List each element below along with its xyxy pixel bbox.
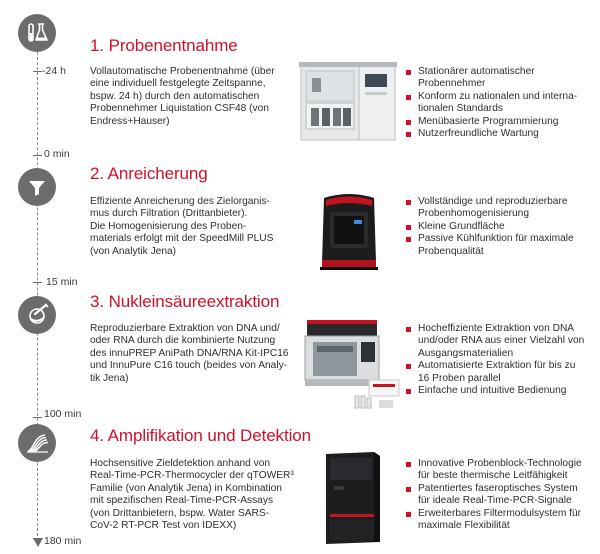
- speedmill-device-image: [320, 194, 378, 270]
- feature-line: für beste thermische Leitfähigkeit: [418, 470, 568, 482]
- time-label: 100 min: [44, 408, 82, 420]
- feature-line: Passive Kühlfunktion für maximale: [418, 233, 574, 245]
- description-line: des innuPREP AniPath DNA/RNA Kit-IPC16: [90, 347, 289, 359]
- feature-line: Hocheffiziente Extraktion von DNA: [418, 323, 575, 334]
- feature-item: Einfache und intuitive Bedienung: [406, 385, 598, 397]
- time-label: 180 min: [44, 535, 82, 547]
- description-line: Die Homogenisierung des Proben-: [90, 220, 247, 232]
- feature-item: Nutzerfreundliche Wartung: [406, 128, 598, 140]
- time-label: 0 min: [44, 148, 70, 160]
- feature-line: Probenqualität: [418, 245, 484, 257]
- feature-item: Kleine Grundfläche: [406, 221, 598, 233]
- description-line: Familie (von Analytik Jena) in Kombinati…: [90, 482, 282, 494]
- time-label: 15 min: [46, 276, 78, 288]
- feature-line: Einfache und intuitive Bedienung: [418, 385, 567, 397]
- description-line: (von Analytik Jena): [90, 245, 177, 257]
- description-line: und InnuPure C16 touch (beides von Analy…: [90, 360, 288, 372]
- description-line: Real-Time-PCR-Thermocycler der qTOWER³: [90, 470, 294, 482]
- step-description: Effiziente Anreicherung des Zielorganis-…: [90, 196, 286, 258]
- qtower-device-image: [326, 452, 380, 544]
- feature-line: maximale Flexibilität: [418, 520, 510, 532]
- description-line: eine individuell festgelegte Zeitspanne,: [90, 78, 266, 90]
- feature-line: Erweiterbares Filtermodulsystem für: [418, 507, 582, 519]
- description-line: CoV-2 RT-PCR Test von IDEXX): [90, 520, 237, 532]
- feature-line: Ausgangsmaterialien: [418, 347, 514, 359]
- pipette-icon: [18, 296, 56, 334]
- lab-flasks-icon: [18, 14, 56, 52]
- feature-line: Kleine Grundfläche: [418, 220, 505, 232]
- feature-line: Patentiertes faseroptisches System: [418, 482, 578, 494]
- feature-line: Vollständige und reproduzierbare: [418, 196, 568, 207]
- timeline-tick: [33, 282, 42, 283]
- step-description: Hochsensitive Zieldetektion anhand von R…: [90, 458, 294, 532]
- description-line: materials erfolgt mit der SpeedMill PLUS: [90, 233, 274, 245]
- step-title-probenentnahme: 1. Probenentnahme: [90, 36, 238, 55]
- feature-line: Nutzerfreundliche Wartung: [418, 128, 539, 140]
- timeline-tick: [33, 71, 42, 72]
- step-title-anreicherung: 2. Anreicherung: [90, 164, 208, 183]
- feature-line: Stationärer automatischer: [418, 66, 535, 77]
- description-line: Endress+Hauser): [90, 115, 170, 127]
- feature-line: tionalen Standards: [418, 103, 503, 115]
- step-title-nukleinsaeureextraktion: 3. Nukleinsäureextraktion: [90, 292, 280, 311]
- step-description: Reproduzierbare Extraktion von DNA und/ …: [90, 323, 289, 385]
- time-label: -24 h: [42, 65, 66, 77]
- feature-line: 16 Proben parallel: [418, 372, 501, 384]
- feature-line: Menübasierte Programmierung: [418, 115, 559, 127]
- description-line: oder RNA durch die kombinierte Nutzung: [90, 335, 276, 347]
- feature-item: Konform zu nationalen und interna-tional…: [406, 91, 598, 116]
- timeline-tick: [33, 417, 42, 418]
- description-line: Hochsensitive Zieldetektion anhand von: [90, 458, 271, 469]
- timeline-arrow-head: [33, 538, 43, 547]
- feature-item: Menübasierte Programmierung: [406, 116, 598, 128]
- funnel-icon: [18, 168, 56, 206]
- description-line: Effiziente Anreicherung des Zielorganis-: [90, 196, 270, 207]
- description-line: mit spezifischen Real-Time-PCR-Assays: [90, 495, 274, 507]
- description-line: (von Drittanbietern, bspw. Water SARS-: [90, 507, 270, 519]
- description-line: mus durch Filtration (Drittanbieter).: [90, 208, 248, 220]
- step-description: Vollautomatische Probenentnahme (über ei…: [90, 66, 286, 128]
- description-line: tik Jena): [90, 372, 129, 384]
- sampler-device-image: [299, 62, 397, 141]
- feature-line: Konform zu nationalen und interna-: [418, 90, 578, 102]
- feature-line: Innovative Probenblock-Technologie: [418, 458, 582, 469]
- amplification-curves-icon: [18, 424, 56, 462]
- feature-line: Automatisierte Extraktion für bis zu: [418, 360, 576, 372]
- innupure-device-image: [304, 320, 400, 409]
- description-line: Reproduzierbare Extraktion von DNA und/: [90, 323, 280, 334]
- step-title-amplifikation-und-detektion: 4. Amplifikation und Detektion: [90, 426, 311, 445]
- description-line: Vollautomatische Probenentnahme (über: [90, 66, 275, 77]
- description-line: Probennehmer Liquistation CSF48 (von: [90, 103, 269, 115]
- feature-line: Probenhomogenisierung: [418, 208, 530, 220]
- description-line: bspw. 24 h) durch den automatischen: [90, 90, 260, 102]
- feature-line: für ideale Real-Time-PCR-Signale: [418, 495, 572, 507]
- feature-line: Probennehmer: [418, 78, 486, 90]
- feature-line: und/oder RNA aus einer Vielzahl von: [418, 335, 585, 347]
- timeline-tick: [33, 155, 42, 156]
